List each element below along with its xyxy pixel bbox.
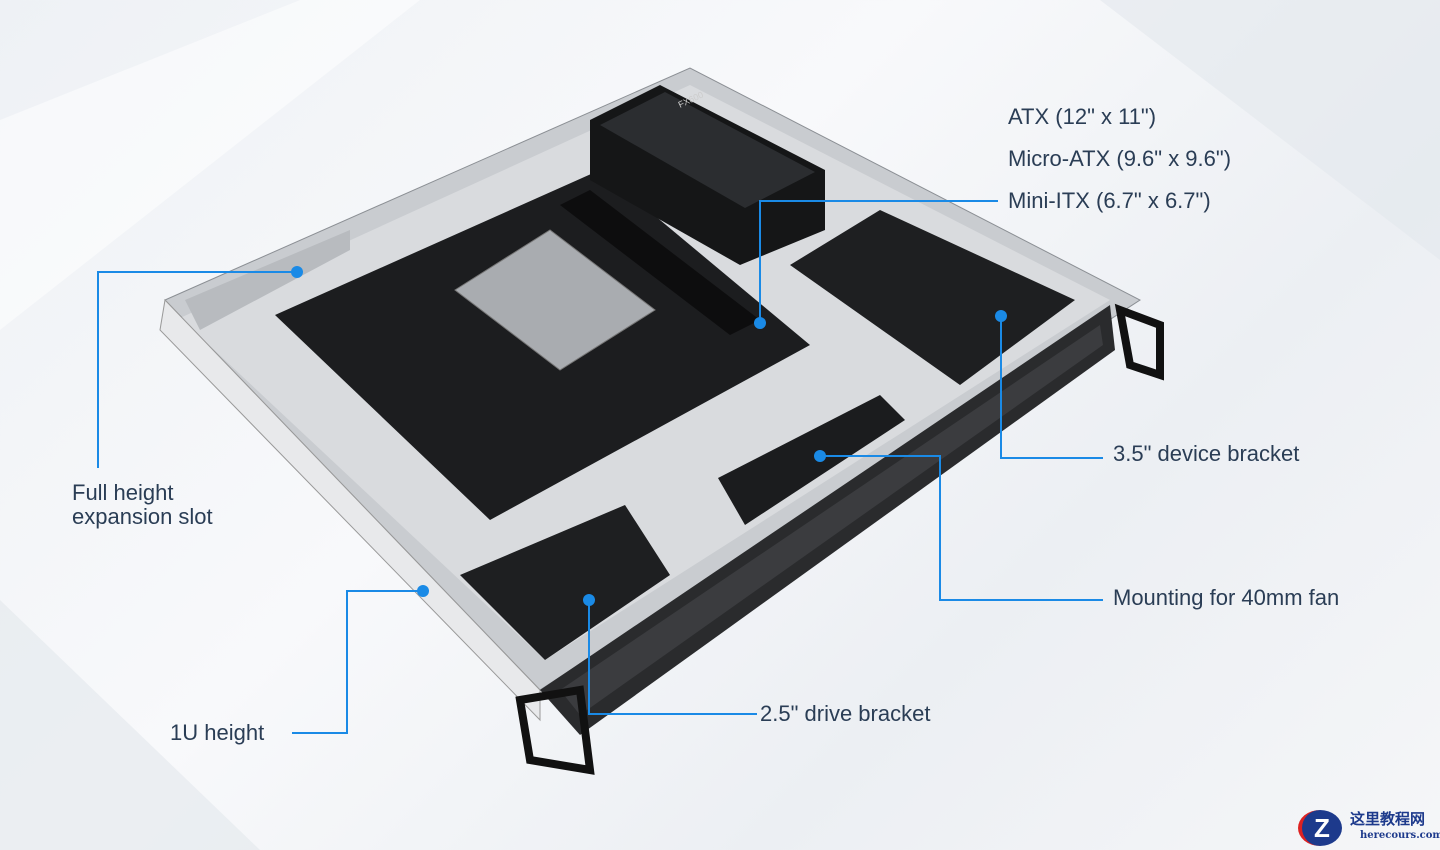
form-factor-atx: ATX (12" x 11") <box>1008 104 1157 129</box>
label-fan-mount: Mounting for 40mm fan <box>1113 585 1340 610</box>
cpu-heatsink <box>454 229 656 371</box>
label-expansion-slot-line2: expansion slot <box>72 504 213 529</box>
form-factor-micro-atx: Micro-ATX (9.6" x 9.6") <box>1008 146 1232 171</box>
callout-dot-motherboard <box>754 317 766 329</box>
watermark-url: herecours.com <box>1360 830 1440 841</box>
handle-right <box>1114 303 1164 381</box>
label-drive-bracket: 2.5" drive bracket <box>760 701 931 726</box>
callout-dot-fan <box>814 450 826 462</box>
watermark-title: 这里教程网 <box>1350 810 1426 828</box>
memory-slots <box>560 190 760 335</box>
callout-dot-expansion <box>291 266 303 278</box>
label-device-bracket: 3.5" device bracket <box>1113 441 1300 466</box>
callout-dot-drive <box>583 594 595 606</box>
drive-bracket-2-5 <box>460 505 670 660</box>
callout-lines <box>97 200 1103 734</box>
callout-dot-device <box>995 310 1007 322</box>
expansion-bracket <box>185 230 350 330</box>
chassis-side-wall <box>159 298 541 722</box>
label-1u-height: 1U height <box>170 720 265 745</box>
label-expansion-slot-line1: Full height <box>72 480 174 505</box>
callout-dot-height <box>417 585 429 597</box>
device-bracket-3-5 <box>790 210 1075 385</box>
handle-left <box>515 685 595 775</box>
form-factor-mini-itx: Mini-ITX (6.7" x 6.7") <box>1008 188 1211 213</box>
watermark: Z 这里教程网 herecours.com <box>1290 806 1440 850</box>
watermark-logo-icon: Z <box>1298 810 1342 846</box>
fan-mount <box>718 395 905 525</box>
